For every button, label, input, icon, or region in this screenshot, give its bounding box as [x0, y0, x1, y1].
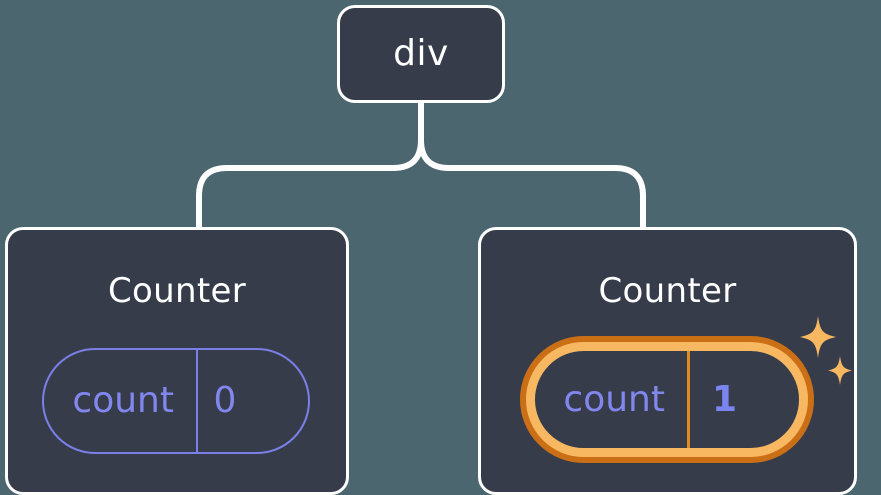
node-counter-right[interactable]: Counter count 1 — [478, 227, 857, 495]
state-value-label-right: 1 — [711, 378, 738, 420]
state-pill-count-left[interactable]: count 0 — [42, 348, 310, 454]
state-key-label-left: count — [72, 380, 174, 421]
node-counter-left[interactable]: Counter count 0 — [5, 227, 349, 495]
state-value-label-left: 0 — [213, 380, 237, 421]
node-div[interactable]: div — [337, 5, 505, 103]
state-pill-divider-left — [196, 350, 198, 452]
node-counter-right-label: Counter — [598, 271, 737, 311]
state-key-label-right: count — [563, 378, 665, 420]
node-counter-left-label: Counter — [108, 271, 246, 311]
state-pill-count-right[interactable]: count 1 — [520, 336, 814, 463]
state-pill-highlight-body: count 1 — [526, 342, 808, 457]
connector-right-branch — [418, 100, 646, 230]
node-div-label: div — [393, 33, 449, 74]
connector-left-branch — [196, 100, 424, 230]
state-pill-divider-right — [687, 351, 690, 448]
state-pill-highlight-ring — [520, 336, 814, 463]
